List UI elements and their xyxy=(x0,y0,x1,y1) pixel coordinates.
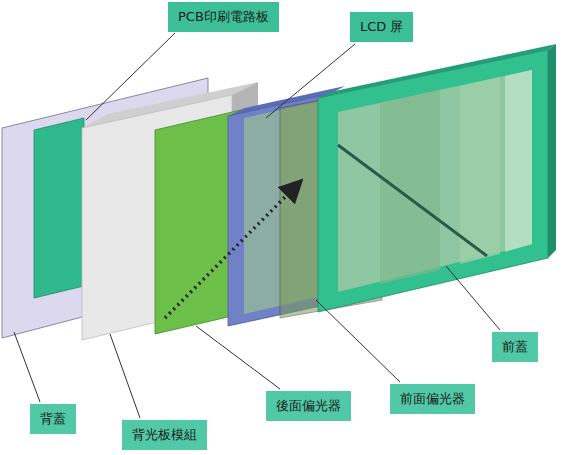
front-cover-window xyxy=(338,70,532,292)
leader-line xyxy=(110,334,140,418)
light-path-arrow xyxy=(165,182,300,318)
callout-label: PCB印刷電路板 xyxy=(168,2,279,32)
label-text: 背光板模組 xyxy=(132,426,197,444)
leader-line xyxy=(316,300,400,382)
leader-line xyxy=(446,266,500,330)
callout-label: 背蓋 xyxy=(30,404,76,434)
label-text: 背蓋 xyxy=(40,410,66,428)
label-text: PCB印刷電路板 xyxy=(178,8,269,26)
callout-label: 前面偏光器 xyxy=(390,384,475,414)
diagonal-line xyxy=(338,145,487,256)
pcb-board xyxy=(34,118,84,298)
callout-label: 背光板模組 xyxy=(122,420,207,450)
window-band xyxy=(505,70,532,252)
leader-line xyxy=(196,326,280,389)
window-band xyxy=(460,77,500,264)
leader-lines xyxy=(14,33,500,418)
front-cover-frame xyxy=(318,50,548,312)
label-text: LCD 屏 xyxy=(360,18,403,36)
leader-line xyxy=(86,33,175,120)
label-text: 前蓋 xyxy=(502,338,528,356)
leader-line xyxy=(266,44,355,118)
leader-line xyxy=(14,332,40,402)
label-text: 前面偏光器 xyxy=(400,390,465,408)
callout-label: 前蓋 xyxy=(492,332,538,362)
label-text: 後面偏光器 xyxy=(276,397,341,415)
window-band xyxy=(380,90,440,284)
callout-label: LCD 屏 xyxy=(350,12,413,42)
front-cover-side xyxy=(548,44,556,258)
callout-label: 後面偏光器 xyxy=(266,391,351,421)
